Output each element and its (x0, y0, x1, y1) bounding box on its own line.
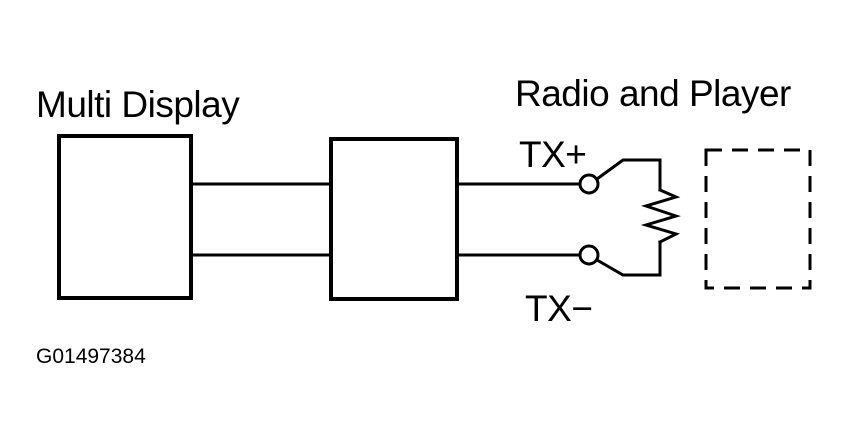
radio-player-box-dashed (704, 148, 812, 290)
terminal-tx-plus (578, 173, 600, 195)
resistor-symbol (640, 188, 681, 245)
lead-lower (594, 240, 662, 277)
tx-plus-label: TX+ (519, 134, 587, 175)
multi-display-label: Multi Display (36, 84, 240, 125)
radio-and-player-label: Radio and Player (515, 73, 791, 114)
lead-upper (594, 158, 662, 192)
terminal-tx-minus (578, 244, 600, 266)
junction-box (329, 137, 459, 301)
figure-code-label: G01497384 (36, 345, 146, 368)
tx-minus-label: TX− (525, 288, 593, 329)
multi-display-box (57, 134, 193, 300)
